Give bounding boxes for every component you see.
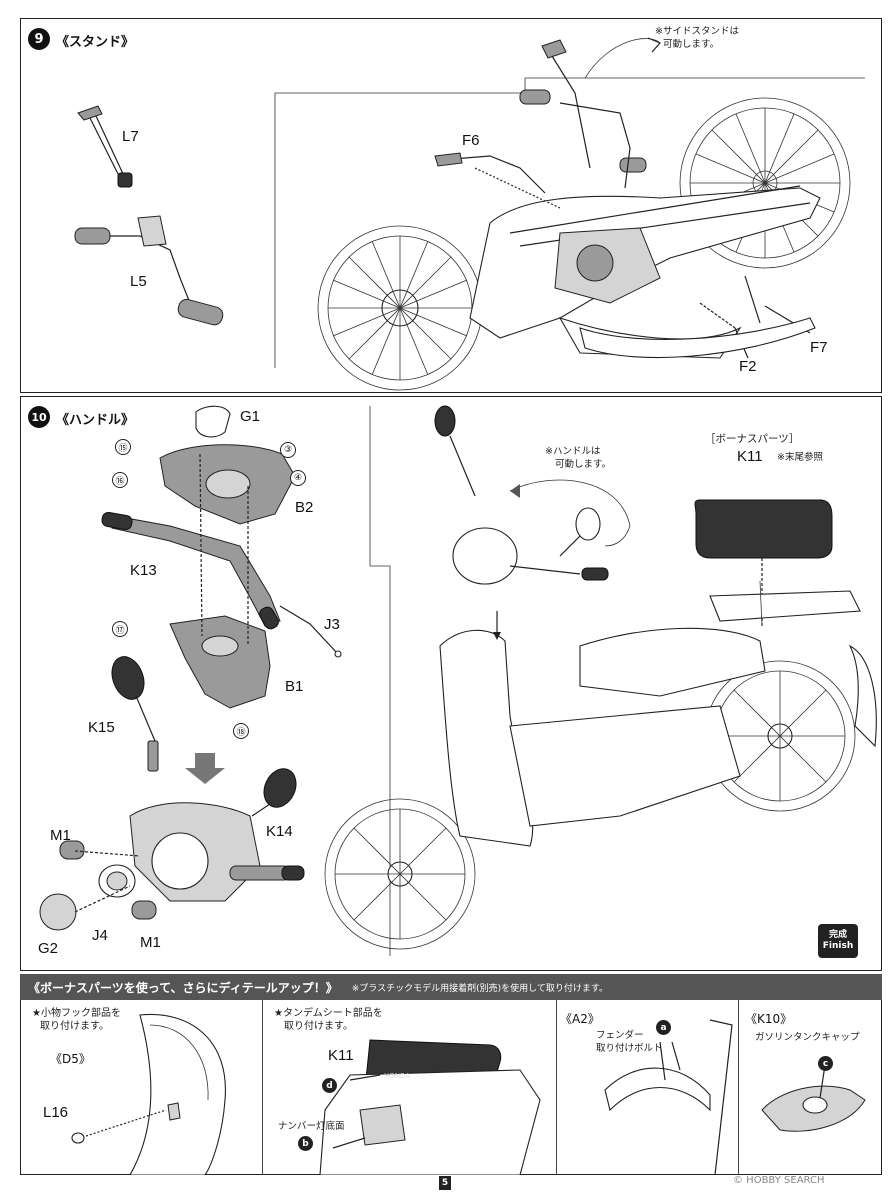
part-label-b1: B1 xyxy=(285,678,304,695)
panel-2-part-k11: K11 xyxy=(328,1047,354,1064)
part-label-g1: G1 xyxy=(240,408,261,425)
part-label-k14: K14 xyxy=(266,823,293,840)
part-label-f6: F6 xyxy=(462,132,480,149)
callout-15: ⑮ xyxy=(115,439,131,455)
callout-18: ⑱ xyxy=(233,723,249,739)
page-number: 5 xyxy=(439,1176,451,1190)
part-label-l5: L5 xyxy=(130,273,147,290)
step-10-title: 《ハンドル》 xyxy=(56,413,135,428)
bonus-parts-heading: ［ボーナスパーツ］ xyxy=(705,433,800,445)
step-10-illustration xyxy=(39,405,877,956)
watermark: © HOBBY SEARCH xyxy=(733,1175,825,1186)
part-label-b2: B2 xyxy=(295,499,314,516)
callout-3: ③ xyxy=(280,442,296,458)
panel-3-line1: フェンダー xyxy=(596,1030,644,1041)
part-label-k13: K13 xyxy=(130,562,157,579)
finish-badge: 完成 Finish xyxy=(818,924,858,958)
panel-2-line2: 取り付けます。 xyxy=(284,1021,353,1032)
panel-divider-3 xyxy=(738,1000,739,1175)
mark-d: d xyxy=(322,1078,337,1093)
mark-b: b xyxy=(298,1136,313,1151)
part-label-k15: K15 xyxy=(88,719,115,736)
step-9-note-line1: ※サイドスタンドは xyxy=(655,26,739,37)
panel-2-line1: ★タンデムシート部品を xyxy=(274,1008,383,1019)
part-label-f7: F7 xyxy=(810,339,828,356)
step-10-note-line1: ※ハンドルは xyxy=(545,446,601,457)
step-9-note-line2: 可動します。 xyxy=(663,39,720,50)
step-10-number: 10 xyxy=(28,406,50,428)
callout-17: ⑰ xyxy=(112,621,128,637)
step-9-number: 9 xyxy=(28,28,50,50)
part-label-m1-top: M1 xyxy=(50,827,71,844)
panel-3-line2: 取り付けボルト xyxy=(596,1043,663,1054)
part-label-m1-bottom: M1 xyxy=(140,934,161,951)
bonus-banner-heading: 《ボーナスパーツを使って、さらにディテールアップ！》 xyxy=(28,980,338,995)
panel-3-subtitle: 《A2》 xyxy=(560,1012,600,1026)
mark-c: c xyxy=(818,1056,833,1071)
mark-a: a xyxy=(656,1020,671,1035)
panel-2-lamp-note: ナンバー灯底面 xyxy=(278,1121,345,1132)
bonus-banner-note: ※プラスチックモデル用接着剤(別売)を使用して取り付けます。 xyxy=(351,983,608,994)
part-label-j4: J4 xyxy=(92,927,108,944)
bonus-parts-note: ※末尾参照 xyxy=(777,452,823,463)
panel-2-badge: HONDA xyxy=(384,1072,411,1080)
finish-en: Finish xyxy=(822,941,854,951)
step-10-frame xyxy=(20,396,882,971)
panel-4-subtitle: 《K10》 xyxy=(745,1012,793,1026)
part-label-g2: G2 xyxy=(38,940,59,957)
panel-4-line1: ガソリンタンクキャップ xyxy=(755,1032,860,1043)
panel-1-subtitle: 《D5》 xyxy=(50,1052,91,1066)
panel-1-part-l16: L16 xyxy=(43,1104,69,1121)
callout-4: ④ xyxy=(290,470,306,486)
panel-divider-1 xyxy=(262,1000,263,1175)
step-10-note-line2: 可動します。 xyxy=(555,459,612,470)
part-label-l7: L7 xyxy=(122,128,139,145)
part-label-j3: J3 xyxy=(324,616,340,633)
finish-jp: 完成 xyxy=(828,930,847,941)
callout-16: ⑯ xyxy=(112,472,128,488)
part-label-f2: F2 xyxy=(739,358,757,375)
bonus-panels-illustration xyxy=(71,1013,866,1175)
step-9-illustration xyxy=(74,37,865,391)
panel-divider-2 xyxy=(556,1000,557,1175)
panel-1-line2: 取り付けます。 xyxy=(40,1021,109,1032)
panel-1-line1: ★小物フック部品を xyxy=(32,1008,121,1019)
step-9-title: 《スタンド》 xyxy=(56,35,135,50)
bonus-banner: 《ボーナスパーツを使って、さらにディテールアップ！》 ※プラスチックモデル用接着… xyxy=(20,974,882,1000)
bonus-part-label-k11: K11 xyxy=(737,448,763,465)
step-9-frame xyxy=(20,18,882,393)
